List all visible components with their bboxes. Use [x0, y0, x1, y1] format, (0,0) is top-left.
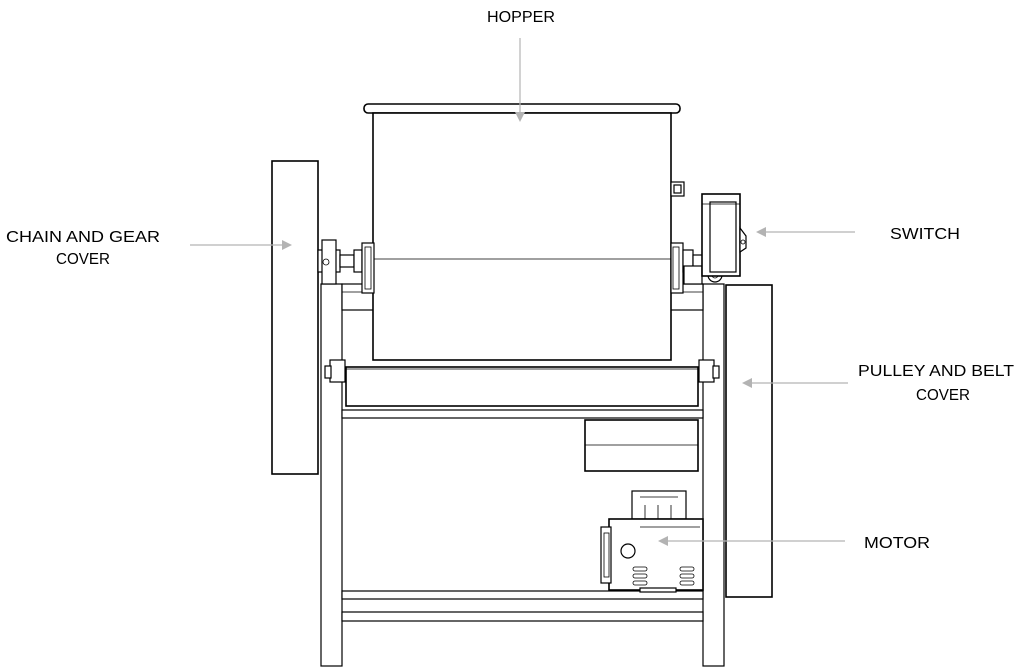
frame-middle-rail: [341, 409, 704, 419]
switch: [701, 193, 747, 277]
leader-lines: [190, 38, 855, 546]
frame-base-rail: [341, 611, 704, 622]
chain-cover-arrow-icon: [282, 240, 292, 250]
trough-body: [345, 366, 699, 407]
labels: HOPPER CHAIN AND GEAR COVER SWITCH PULLE…: [6, 9, 1014, 552]
label-pulley-and-belt-cover-line1: PULLEY AND BELT: [858, 363, 1014, 380]
frame-right-leg: [702, 283, 725, 667]
hopper: [363, 103, 685, 361]
hopper-rim: [363, 103, 681, 114]
trough: [324, 359, 720, 407]
label-chain-and-gear-cover-line1: CHAIN AND GEAR: [6, 229, 160, 246]
label-pulley-and-belt-cover-line2: COVER: [916, 387, 970, 404]
pulley-cover-arrow-icon: [742, 378, 752, 388]
label-chain-and-gear-cover-line2: COVER: [56, 251, 110, 268]
switch-arrow-icon: [756, 227, 766, 237]
label-motor: MOTOR: [864, 535, 930, 552]
pulley-and-belt-cover: [725, 284, 773, 598]
label-hopper: HOPPER: [487, 9, 555, 26]
hopper-arrow-icon: [515, 112, 525, 122]
left-shaft-assembly: [317, 239, 375, 294]
frame-bottom-rail: [341, 590, 704, 600]
gear-reducer: [584, 419, 699, 472]
motor: [600, 490, 704, 593]
label-switch: SWITCH: [890, 226, 960, 243]
chain-and-gear-cover: [271, 160, 319, 475]
frame-left-leg: [320, 283, 343, 667]
hopper-body: [372, 112, 672, 361]
motor-arrow-icon: [658, 536, 668, 546]
